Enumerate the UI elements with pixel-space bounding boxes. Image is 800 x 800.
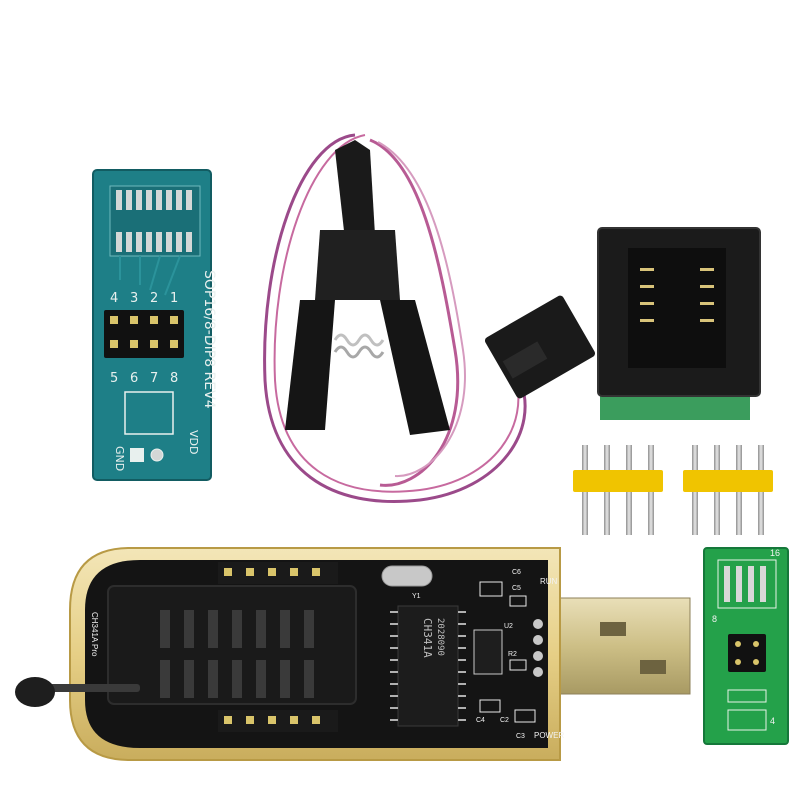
chip-marking-1: CH341A — [421, 618, 434, 658]
adapter-pin-3: 3 — [130, 291, 138, 306]
sop-dip-adapter-board: SOP16/8-DIP8 REV4 4 3 2 1 5 6 7 8 GND VD… — [92, 169, 217, 481]
pin-header-left — [573, 445, 663, 535]
cap-label-c6: C6 — [512, 569, 521, 576]
small-green-adapter: 16 8 4 — [703, 547, 789, 745]
cap-label-c2: C2 — [500, 717, 509, 724]
resistor-label: R2 — [508, 651, 517, 658]
adapter-pin-6: 6 — [130, 371, 138, 386]
adapter-pin-5: 5 — [110, 371, 118, 386]
adapter-pin-1: 1 — [170, 291, 178, 306]
small-adapter-pin-16: 16 — [770, 548, 780, 558]
adapter-title: SOP16/8-DIP8 REV4 — [201, 270, 217, 409]
sop-pads — [109, 185, 201, 257]
adapter-pin-4: 4 — [110, 291, 118, 306]
soic-test-clip — [263, 133, 596, 503]
cap-label-c5: C5 — [512, 585, 521, 592]
cap-label-c3: C3 — [516, 733, 525, 740]
regulator-label: U2 — [504, 623, 513, 630]
vdd-label: VDD — [187, 430, 200, 454]
gnd-label: GND — [113, 446, 126, 471]
pin-headers — [104, 310, 184, 358]
adapter-pin-7: 7 — [150, 371, 158, 386]
adapter-pin-8: 8 — [170, 371, 178, 386]
adapter-pin-2: 2 — [150, 291, 158, 306]
chip-marking-2: 2028090 — [435, 618, 445, 656]
power-led-label: POWER — [534, 731, 564, 740]
run-led-label: RUN — [540, 577, 558, 586]
pin-header-right — [683, 445, 773, 535]
sop8-socket — [597, 227, 761, 420]
small-adapter-pin-4: 4 — [770, 716, 775, 726]
board-label: CH341A Pro — [90, 612, 99, 657]
crystal-label: Y1 — [412, 593, 421, 600]
cap-label-c4: C4 — [476, 717, 485, 724]
ch341a-usb-programmer: CH341A 2028090 CH341A Pro RUN POWER C6 C… — [15, 547, 691, 761]
socket-contacts — [640, 268, 714, 322]
zif-slots — [160, 610, 314, 698]
small-adapter-pin-8: 8 — [712, 614, 717, 624]
